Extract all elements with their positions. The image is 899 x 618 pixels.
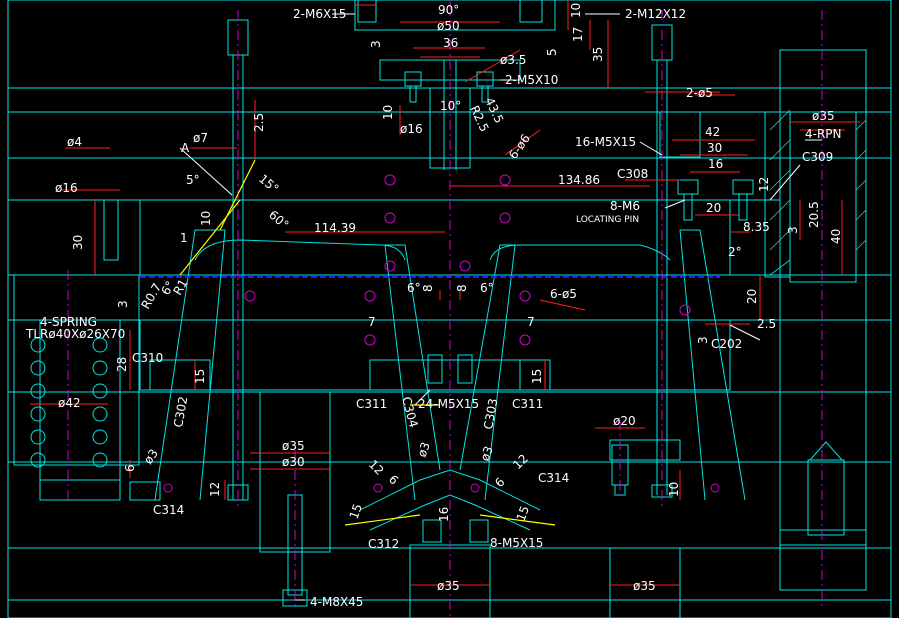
label-screw-top-left: 2-M6X15 xyxy=(293,7,346,21)
label-dia-42: ø42 xyxy=(58,396,81,410)
label-c302: C302 xyxy=(171,395,190,428)
label-dim-15-d: 15 xyxy=(514,504,532,523)
label-dim-36: 36 xyxy=(443,36,458,50)
label-c311-a: C311 xyxy=(356,397,387,411)
label-dim-6-b: 6 xyxy=(123,464,137,472)
label-dim-15-b: 15 xyxy=(530,369,544,384)
label-screw-24: 24-M5X15 xyxy=(418,397,479,411)
label-angle-2: 2° xyxy=(728,245,742,259)
label-c309: C309 xyxy=(802,150,833,164)
label-dim-20-b: 20 xyxy=(745,289,759,304)
label-dim-7-b: 7 xyxy=(527,315,535,329)
label-dia-30: ø30 xyxy=(282,455,305,469)
label-dia-3-a: ø3 xyxy=(415,440,433,459)
label-dim-7-a: 7 xyxy=(368,315,376,329)
label-dim-16: 16 xyxy=(708,157,723,171)
label-dim-5: 5 xyxy=(545,48,559,56)
label-dim-3-left: 3 xyxy=(116,300,130,308)
label-dim-3-right: 3 xyxy=(786,226,800,234)
label-screw-16: 16-M5X15 xyxy=(575,135,636,149)
label-dim-2-5: 2.5 xyxy=(252,113,266,132)
label-dim-10-r: 10 xyxy=(667,482,681,497)
label-screw-m5x10: 2-M5X10 xyxy=(505,73,558,87)
dimension-lines xyxy=(30,0,860,586)
centerlines xyxy=(67,0,823,618)
label-dim-20-5: 20.5 xyxy=(807,201,821,228)
label-dia-16-left: ø16 xyxy=(55,181,78,195)
label-angle-6-left: 6° xyxy=(158,279,177,298)
label-dim-6: 6° xyxy=(407,281,421,295)
label-dim-134-86: 134.86 xyxy=(558,173,600,187)
label-dim-28: 28 xyxy=(115,357,129,372)
label-dim-1: 1 xyxy=(180,231,188,245)
label-dim-10-vert: 10 xyxy=(199,211,213,226)
label-dia-35-c: ø35 xyxy=(633,579,656,593)
label-screw-8: 8-M5X15 xyxy=(490,536,543,550)
yellow-highlight xyxy=(179,159,556,526)
label-dim-8-35: 8.35 xyxy=(743,220,770,234)
label-dim-114-39: 114.39 xyxy=(314,221,356,235)
label-dia-16-mid: ø16 xyxy=(400,122,423,136)
hatch-region xyxy=(769,109,867,276)
label-dim-15-c: 15 xyxy=(347,502,365,521)
label-dia-5-right: 2-ø5 xyxy=(686,86,713,100)
label-dia-35-b: ø35 xyxy=(437,579,460,593)
label-dia-5-six: 6-ø5 xyxy=(550,287,577,301)
label-c314-b: C314 xyxy=(538,471,569,485)
label-dia-3-5: ø3.5 xyxy=(500,53,526,67)
label-angle-10: 10° xyxy=(440,99,461,113)
label-dim-10-left: 10 xyxy=(381,105,395,120)
label-screw-top-right: 2-M12X12 xyxy=(625,7,686,21)
label-dim-2-5-b: 2.5 xyxy=(757,317,776,331)
label-dim-3-top: 3 xyxy=(369,40,383,48)
label-c310: C310 xyxy=(132,351,163,365)
label-c311-b: C311 xyxy=(512,397,543,411)
label-dim-3-c202: 3 xyxy=(696,336,710,344)
label-dim-30-right: 30 xyxy=(707,141,722,155)
label-angle-5: 5° xyxy=(186,173,200,187)
label-c314-a: C314 xyxy=(153,503,184,517)
label-dia-7: ø7 xyxy=(193,131,208,145)
label-angle-6-right: 6° xyxy=(480,281,494,295)
label-dim-16-b: 16 xyxy=(437,507,451,522)
label-dim-8-b: 8 xyxy=(455,284,469,292)
label-c308: C308 xyxy=(617,167,648,181)
leader-lines xyxy=(179,13,822,601)
label-dim-40: 40 xyxy=(829,229,843,244)
label-angle-top: 90° xyxy=(438,3,459,17)
label-dim-10-top: 10 xyxy=(569,3,583,18)
label-dim-12: 12 xyxy=(757,177,771,192)
spring-coils xyxy=(30,337,108,468)
label-dia-35-a: ø35 xyxy=(282,439,305,453)
label-c303: C303 xyxy=(481,397,500,430)
label-dia-50: ø50 xyxy=(437,19,460,33)
label-dim-20-a: 20 xyxy=(706,201,721,215)
label-screw-4: 4-M8X45 xyxy=(310,595,363,609)
label-dia-35-right: ø35 xyxy=(812,109,835,123)
label-dim-15-a: 15 xyxy=(193,369,207,384)
label-pin-8: 8-M6 xyxy=(610,199,640,213)
label-dim-30-left: 30 xyxy=(71,235,85,250)
label-dim-12-b: 12 xyxy=(208,482,222,497)
label-dim-17: 17 xyxy=(571,27,585,42)
drawing-labels: 2-M6X15 2-M12X12 90° ø50 36 ø3.5 10 17 5… xyxy=(25,3,843,609)
label-dia-3-b: ø3 xyxy=(478,444,496,463)
label-c202: C202 xyxy=(711,337,742,351)
label-locating: LOCATING PIN xyxy=(576,215,639,225)
label-dia-20: ø20 xyxy=(613,414,636,428)
label-rpn: 4-RPN xyxy=(805,127,842,141)
pin-holes xyxy=(163,174,720,493)
label-detail-a: A xyxy=(181,141,190,155)
label-c312: C312 xyxy=(368,537,399,551)
label-r1: R1 xyxy=(170,277,190,298)
label-spring-spec: TLRø40Xø26X70 xyxy=(25,327,125,341)
label-dim-8-a: 8 xyxy=(421,284,435,292)
label-spring: 4-SPRING xyxy=(40,315,97,329)
label-dim-42: 42 xyxy=(705,125,720,139)
label-dia-4: ø4 xyxy=(67,135,82,149)
label-dim-35-top: 35 xyxy=(591,47,605,62)
